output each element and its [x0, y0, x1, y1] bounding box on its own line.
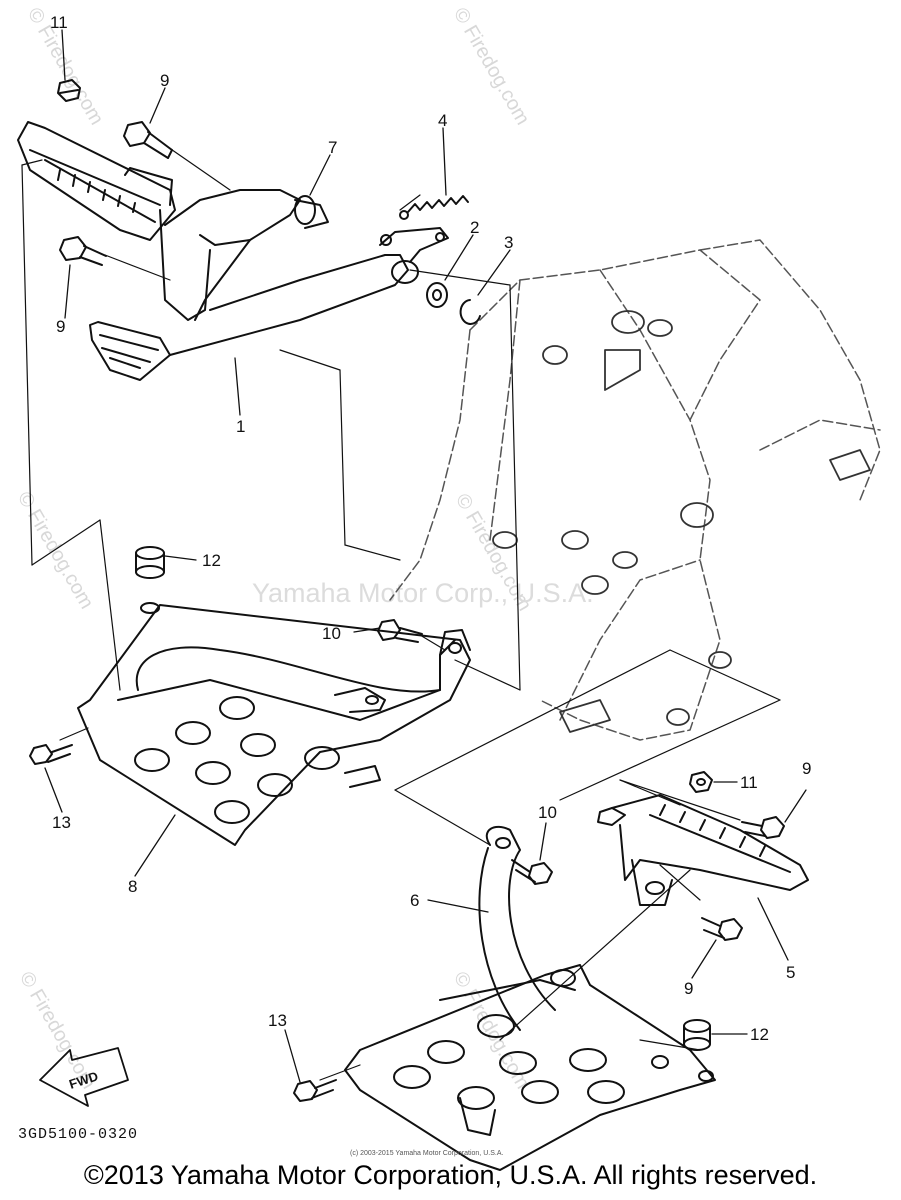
- part-code: 3GD5100-0320: [18, 1126, 139, 1143]
- bolt-10-left: [377, 619, 423, 643]
- callout-9-left: 9: [56, 317, 65, 336]
- bracket-6: [478, 825, 556, 1031]
- bolt-13-left: [29, 744, 73, 765]
- callout-5: 5: [786, 963, 795, 982]
- copyright-notice: ©2013 Yamaha Motor Corporation, U.S.A. A…: [83, 1160, 818, 1190]
- grommet-12-bottom: [683, 1019, 711, 1051]
- nut-11-right: [689, 771, 713, 793]
- skid-plate-8: [77, 604, 471, 846]
- bolt-9-right: [741, 816, 785, 839]
- callout-1: 1: [236, 417, 245, 436]
- footrest-5: [597, 794, 809, 906]
- fwd-label: FWD: [67, 1068, 100, 1091]
- callout-13-left: 13: [52, 813, 71, 832]
- skid-plate-lower: [344, 964, 716, 1171]
- washer-2: [426, 282, 448, 308]
- frame-outline: [389, 239, 881, 741]
- callout-10-mid: 10: [538, 803, 557, 822]
- callout-9-right: 9: [802, 759, 811, 778]
- leader-lines: [21, 144, 781, 1081]
- callout-12-bottom: 12: [750, 1025, 769, 1044]
- fwd-arrow-icon: [39, 1047, 129, 1107]
- yamaha-watermark: Yamaha Motor Corp., U.S.A.: [252, 578, 594, 608]
- callout-leaders: [44, 29, 807, 1083]
- bolt-13-bottom: [293, 1079, 337, 1102]
- callout-11-right: 11: [740, 773, 758, 792]
- frame-mounts: [492, 310, 871, 733]
- small-copyright: (c) 2003-2015 Yamaha Motor Corporation, …: [350, 1150, 504, 1157]
- callout-12-left: 12: [202, 551, 221, 570]
- bolt-9-bottom: [701, 917, 743, 941]
- callout-9-top: 9: [160, 71, 169, 90]
- bolt-9-left: [59, 236, 107, 266]
- callout-7: 7: [328, 138, 337, 157]
- callout-8: 8: [128, 877, 137, 896]
- spring-4: [399, 195, 469, 220]
- brake-pedal-1: [89, 189, 449, 381]
- bolt-10-mid: [511, 859, 553, 885]
- callout-2: 2: [470, 218, 479, 237]
- callout-11-top: 11: [50, 13, 68, 32]
- bolt-9-top: [123, 121, 173, 159]
- grommet-12-left: [135, 546, 165, 614]
- footrest-bracket-left: [17, 121, 211, 321]
- clip-3: [459, 299, 481, 325]
- nut-11-top: [57, 79, 81, 102]
- callout-10-left: 10: [322, 624, 341, 643]
- callout-6: 6: [410, 891, 419, 910]
- callout-3: 3: [504, 233, 513, 252]
- callout-13-bottom: 13: [268, 1011, 287, 1030]
- callout-4: 4: [438, 111, 447, 130]
- callout-9-bottom: 9: [684, 979, 693, 998]
